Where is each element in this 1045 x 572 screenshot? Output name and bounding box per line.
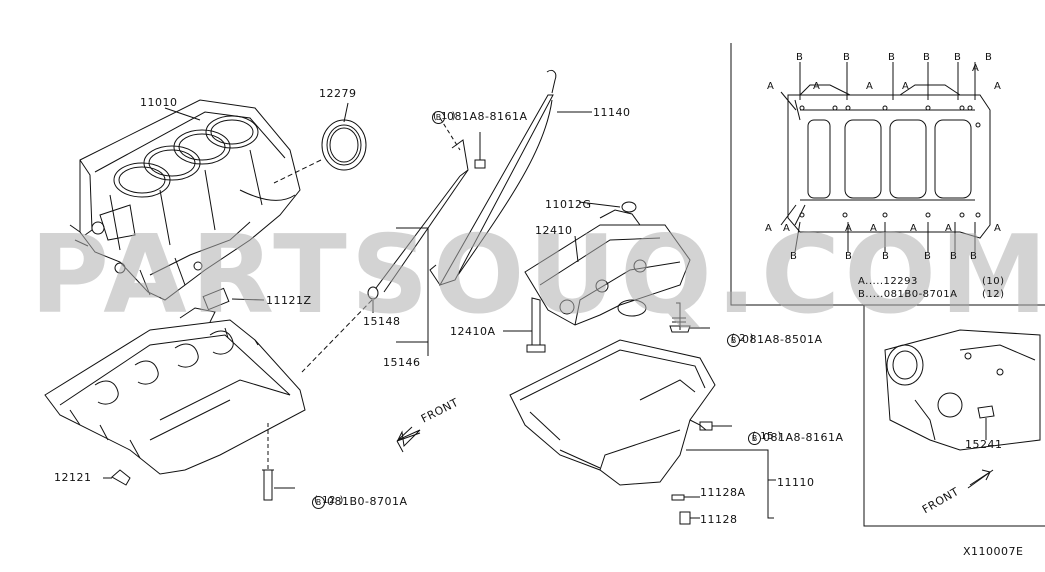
callout-12121[interactable]: 12121 [54, 471, 92, 484]
inset-block-bottom-view [780, 62, 991, 253]
lower-crankcase [44, 287, 306, 501]
inset-sensor-view [884, 329, 1041, 451]
callout-11110[interactable]: 11110 [777, 476, 815, 489]
bolt-marker-icon: B [312, 496, 325, 509]
inset-marker-b: B [924, 251, 932, 262]
bolt-qty-2: ( 2 ) [731, 333, 755, 344]
inset-marker-a: A [972, 63, 980, 74]
bolt-qty-4: ( 12 ) [314, 495, 344, 506]
inset-marker-a: A [945, 223, 953, 234]
inset-marker-a: A [994, 81, 1002, 92]
inset-marker-b: B [954, 52, 962, 63]
inset-marker-b: B [950, 251, 958, 262]
callout-11128[interactable]: 11128 [700, 513, 738, 526]
inset-marker-a: A [765, 223, 773, 234]
inset-marker-b: B [843, 52, 851, 63]
front-arrow-inset [967, 469, 994, 489]
bolt-code-1: 081A8-8161A [447, 110, 528, 123]
inset-marker-b: B [882, 251, 890, 262]
cylinder-block [69, 99, 301, 301]
inset-marker-a: A [845, 223, 853, 234]
bolt-qty-1: ( 1 ) [433, 111, 457, 122]
bolt-marker-icon: B [748, 432, 761, 445]
callout-12410A[interactable]: 12410A [450, 325, 496, 338]
callout-11128A[interactable]: 11128A [700, 486, 746, 499]
inset-marker-a: A [910, 223, 918, 234]
inset-marker-a: A [767, 81, 775, 92]
inset-marker-a: A [870, 223, 878, 234]
oil-pan [509, 339, 776, 525]
inset-marker-b: B [845, 251, 853, 262]
inset-marker-a: A [902, 81, 910, 92]
inset-marker-b: B [985, 52, 993, 63]
callout-15146[interactable]: 15146 [383, 356, 421, 369]
inset-marker-a: A [994, 223, 1002, 234]
oil-gauge-guide [301, 117, 486, 373]
inset-marker-b: B [796, 52, 804, 63]
callout-15148[interactable]: 15148 [363, 315, 401, 328]
inset-marker-b: B [790, 251, 798, 262]
diagram-id: X110007E [963, 545, 1024, 558]
bolt-code-4: 081B0-8701A [327, 495, 408, 508]
callout-12279[interactable]: 12279 [319, 87, 357, 100]
legend-b: B.....081B0-8701A [858, 289, 958, 300]
bolt-code-2: 081A8-8501A [742, 333, 823, 346]
inset-marker-a: A [813, 81, 821, 92]
inset-marker-b: B [970, 251, 978, 262]
inset-marker-b: B [923, 52, 931, 63]
callout-11010[interactable]: 11010 [140, 96, 178, 109]
inset-frame [730, 43, 1045, 527]
bolt-marker-icon: B [432, 111, 445, 124]
legend-a-qty: (10) [982, 276, 1005, 287]
bolt-marker-icon: B [727, 334, 740, 347]
bolt-code-3: 081A8-8161A [763, 431, 844, 444]
legend-b-qty: (12) [982, 289, 1005, 300]
oil-pump-assembly [503, 201, 710, 353]
bolt-qty-3: ( 15 ) [752, 431, 782, 442]
oil-level-gauge [429, 69, 592, 286]
callout-12410[interactable]: 12410 [535, 224, 573, 237]
inset-marker-a: A [783, 223, 791, 234]
crank-rear-oil-seal [273, 102, 367, 184]
callout-11121Z[interactable]: 11121Z [266, 294, 312, 307]
legend-a: A.....12293 [858, 276, 918, 287]
front-arrow-main [396, 426, 421, 453]
inset-marker-b: B [888, 52, 896, 63]
inset-marker-a: A [866, 81, 874, 92]
callout-11140[interactable]: 11140 [593, 106, 631, 119]
callout-15241[interactable]: 15241 [965, 438, 1003, 451]
callout-11012G[interactable]: 11012G [545, 198, 592, 211]
